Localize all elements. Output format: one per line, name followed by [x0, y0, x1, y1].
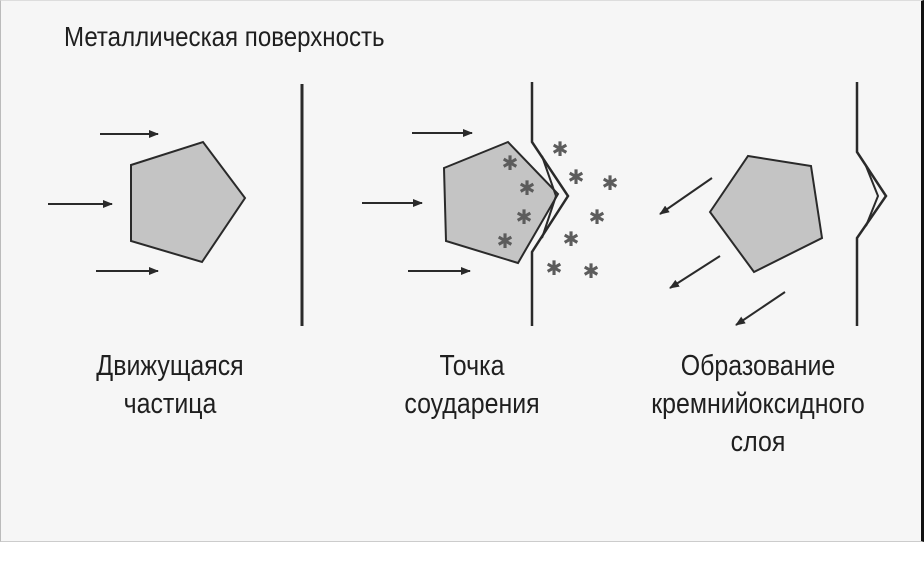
- stage-moving-particle: [48, 84, 304, 326]
- particle-pentagon: [130, 140, 247, 264]
- caption-line: соударения: [404, 388, 540, 420]
- diagram-title: Металлическая поверхность: [64, 18, 385, 56]
- oxidized-surface-outer: [855, 82, 888, 326]
- caption-line: частица: [123, 388, 217, 420]
- caption-line: кремнийоксидного: [651, 388, 865, 420]
- impact-star-group: ✱ ✱ ✱ ✱ ✱ ✱ ✱ ✱ ✱ ✱ ✱: [497, 137, 619, 283]
- star-icon: ✱: [552, 137, 569, 161]
- star-icon: ✱: [602, 171, 619, 195]
- stage-impact-point: ✱ ✱ ✱ ✱ ✱ ✱ ✱ ✱ ✱ ✱ ✱: [362, 82, 618, 326]
- star-icon: ✱: [502, 151, 519, 175]
- stage-oxide-layer: [659, 82, 888, 326]
- caption-line: слоя: [730, 426, 786, 458]
- dented-surface-inner: [541, 155, 558, 239]
- arrow-outgoing-top: [659, 177, 713, 215]
- arrow-outgoing-middle: [669, 255, 721, 289]
- star-icon: ✱: [497, 229, 514, 253]
- caption-line: Образование: [680, 350, 836, 382]
- star-icon: ✱: [516, 205, 533, 229]
- dented-surface-outer: [530, 82, 570, 326]
- particle-pentagon: [442, 140, 560, 265]
- arrow-outgoing-bottom: [735, 291, 786, 326]
- caption-line: Движущаяся: [96, 350, 244, 382]
- particle-pentagon: [708, 154, 824, 274]
- star-icon: ✱: [568, 165, 585, 189]
- star-icon: ✱: [583, 259, 600, 283]
- star-icon: ✱: [546, 256, 563, 280]
- stage-label-impact-point: Точка соударения: [343, 347, 601, 423]
- star-icon: ✱: [589, 205, 606, 229]
- stage-label-oxide-layer: Образование кремнийоксидного слоя: [612, 347, 904, 461]
- caption-line: Точка: [439, 350, 505, 382]
- star-icon: ✱: [563, 227, 580, 251]
- oxidized-surface-inner: [865, 165, 880, 227]
- star-icon: ✱: [519, 176, 536, 200]
- diagram-title-text: Металлическая поверхность: [64, 21, 385, 52]
- stage-label-moving-particle: Движущаяся частица: [41, 347, 299, 423]
